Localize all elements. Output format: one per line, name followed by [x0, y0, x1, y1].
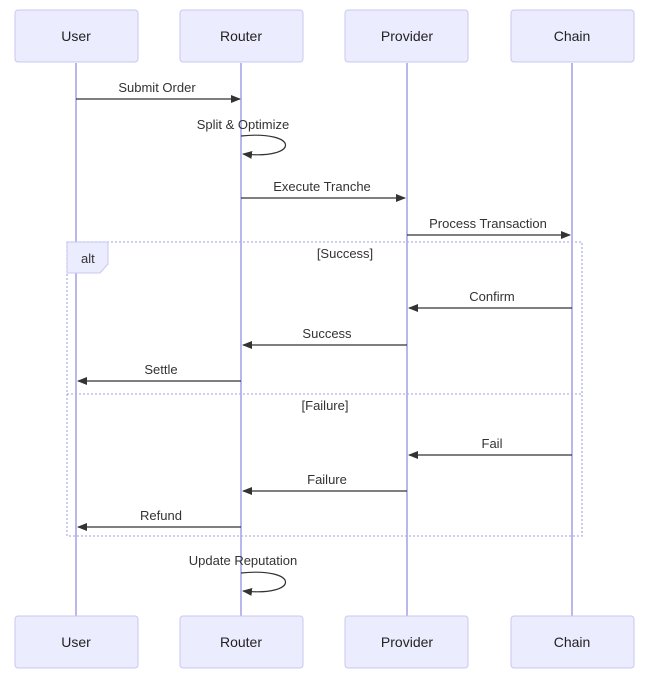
alt-label: alt [81, 251, 95, 266]
message-label: Fail [482, 436, 503, 451]
actor-label-user-top: User [61, 28, 91, 44]
message-label: Split & Optimize [197, 117, 289, 132]
actor-box-provider-top [344, 9, 469, 63]
actor-box-chain-bottom [510, 615, 635, 669]
actor-label-chain-top: Chain [554, 28, 591, 44]
actor-box-router-top [179, 9, 304, 63]
message-label: Refund [140, 508, 182, 523]
actor-label-user-bottom: User [61, 634, 91, 650]
actor-label-router-bottom: Router [220, 634, 262, 650]
actor-box-user-top [14, 9, 139, 63]
message-label: Settle [144, 362, 177, 377]
actor-label-provider-bottom: Provider [381, 634, 433, 650]
message-label: Update Reputation [189, 553, 297, 568]
message-label: Confirm [469, 289, 515, 304]
message-label: Process Transaction [429, 216, 547, 231]
actor-box-router-bottom [179, 615, 304, 669]
alt-condition-success: [Success] [317, 246, 373, 261]
message-label: Submit Order [118, 80, 196, 95]
alt-condition-failure: [Failure] [302, 398, 349, 413]
message-label: Failure [307, 472, 347, 487]
self-message-arrow [240, 571, 286, 596]
actor-label-provider-top: Provider [381, 28, 433, 44]
actor-label-router-top: Router [220, 28, 262, 44]
self-message-arrow [240, 134, 286, 159]
message-label: Execute Tranche [273, 179, 371, 194]
actor-label-chain-bottom: Chain [554, 634, 591, 650]
alt-tab [66, 241, 109, 274]
actor-box-user-bottom [14, 615, 139, 669]
actor-box-provider-bottom [344, 615, 469, 669]
actor-box-chain-top [510, 9, 635, 63]
alt-frame [66, 241, 583, 537]
message-label: Success [302, 326, 352, 341]
